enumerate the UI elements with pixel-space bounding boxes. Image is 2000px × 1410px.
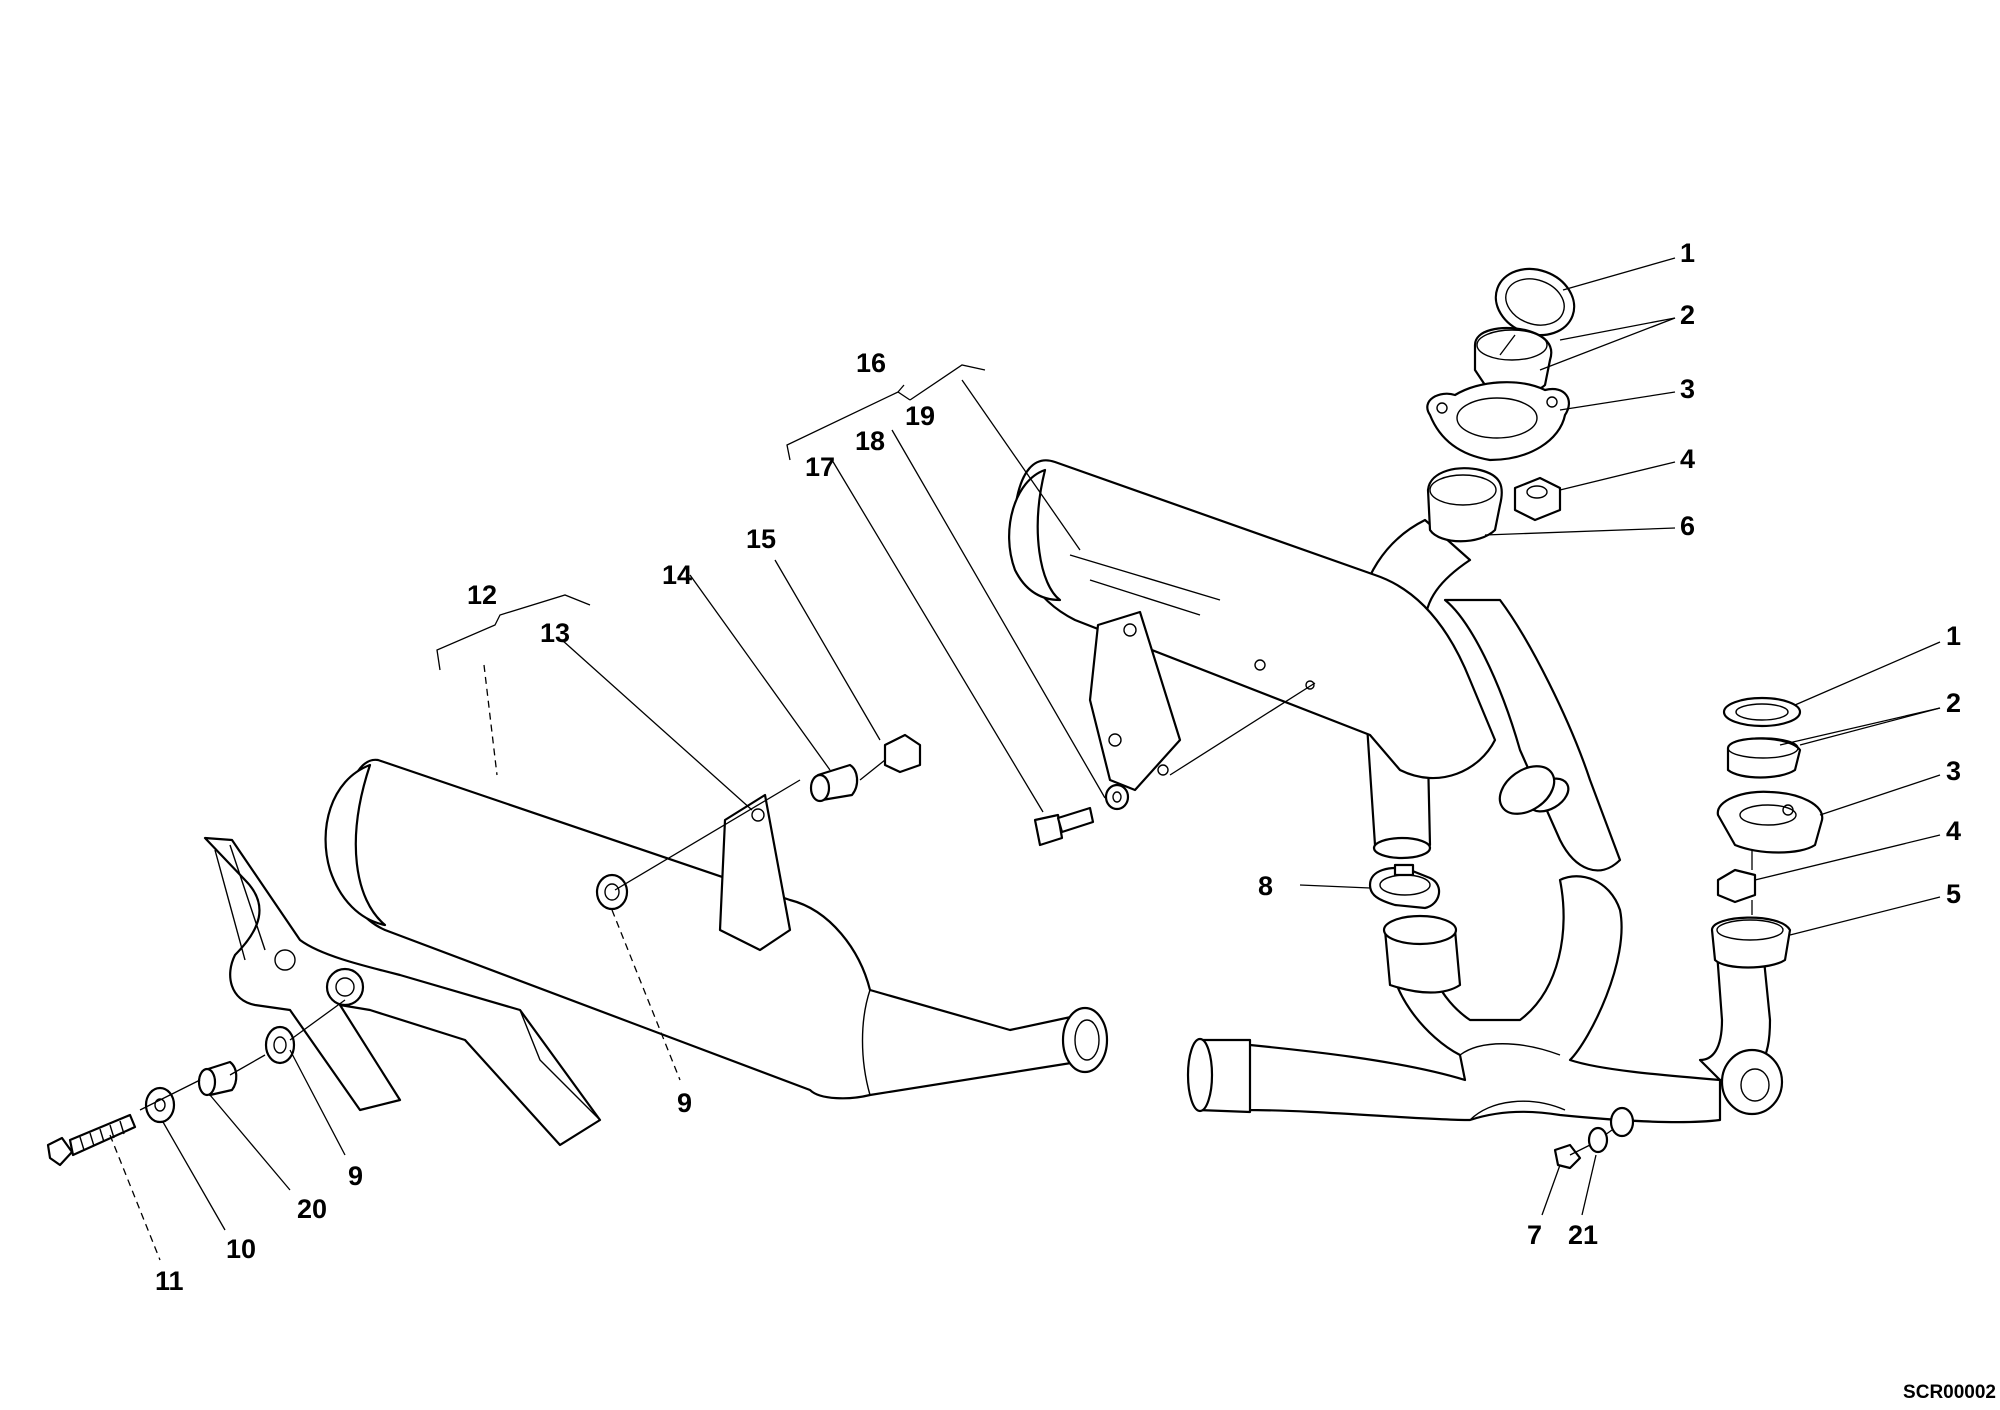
nut-4b [1716, 868, 1757, 904]
callout-1b: 1 [1946, 621, 1961, 651]
callout-2b: 2 [1946, 688, 1961, 718]
bolt-11 [46, 1113, 137, 1167]
pipe-sleeve-5 [1710, 916, 1792, 969]
callout-1a: 1 [1680, 238, 1695, 268]
lower-muffler [324, 758, 1109, 1100]
callout-10: 10 [226, 1234, 256, 1264]
callout-8: 8 [1258, 871, 1273, 901]
spacer-20 [197, 1060, 238, 1097]
callout-15: 15 [746, 524, 776, 554]
callout-4a: 4 [1680, 444, 1695, 474]
group-bracket-12 [436, 594, 591, 671]
callout-3b: 3 [1946, 756, 1961, 786]
grommet-9b [264, 1025, 296, 1065]
callout-19: 19 [905, 401, 935, 431]
callout-4b: 4 [1946, 816, 1961, 846]
callout-17: 17 [805, 452, 835, 482]
nut-4a [1513, 476, 1562, 522]
callout-11: 11 [155, 1266, 184, 1296]
callout-5: 5 [1946, 879, 1961, 909]
callout-12: 12 [467, 580, 497, 610]
clamp-8 [1368, 863, 1441, 910]
footpeg-bracket [203, 836, 602, 1147]
flange-3b [1716, 790, 1824, 854]
group-bracket-16 [786, 364, 986, 461]
callout-18: 18 [855, 426, 885, 456]
callout-13: 13 [540, 618, 570, 648]
nut-15 [883, 733, 922, 774]
spacer-14 [809, 763, 859, 803]
drawing-reference-code: SCR00002 [1903, 1382, 1996, 1403]
flange-3a [1426, 381, 1570, 462]
split-ring-2b [1726, 737, 1802, 779]
callout-9a: 9 [677, 1088, 692, 1118]
washer-21 [1587, 1126, 1609, 1154]
bolt-7 [1553, 1143, 1582, 1170]
callout-labels: 1 2 3 4 6 1 2 3 4 5 8 7 21 16 19 18 17 1… [155, 238, 1961, 1296]
callout-3a: 3 [1680, 374, 1695, 404]
pipe-sleeve-6 [1426, 467, 1503, 543]
leader-lines [109, 257, 1941, 1261]
callout-7: 7 [1527, 1220, 1542, 1250]
grommet-small [1609, 1106, 1635, 1138]
callout-14: 14 [662, 560, 692, 590]
callout-2a: 2 [1680, 300, 1695, 330]
callout-21: 21 [1568, 1220, 1598, 1250]
upper-muffler [1008, 459, 1556, 815]
washer-18 [1104, 783, 1130, 811]
callout-9b: 9 [348, 1161, 363, 1191]
callout-20: 20 [297, 1194, 327, 1224]
bolt-17 [1033, 806, 1095, 847]
callout-6: 6 [1680, 511, 1695, 541]
callout-16: 16 [856, 348, 886, 378]
gasket-ring-1b [1722, 696, 1802, 728]
